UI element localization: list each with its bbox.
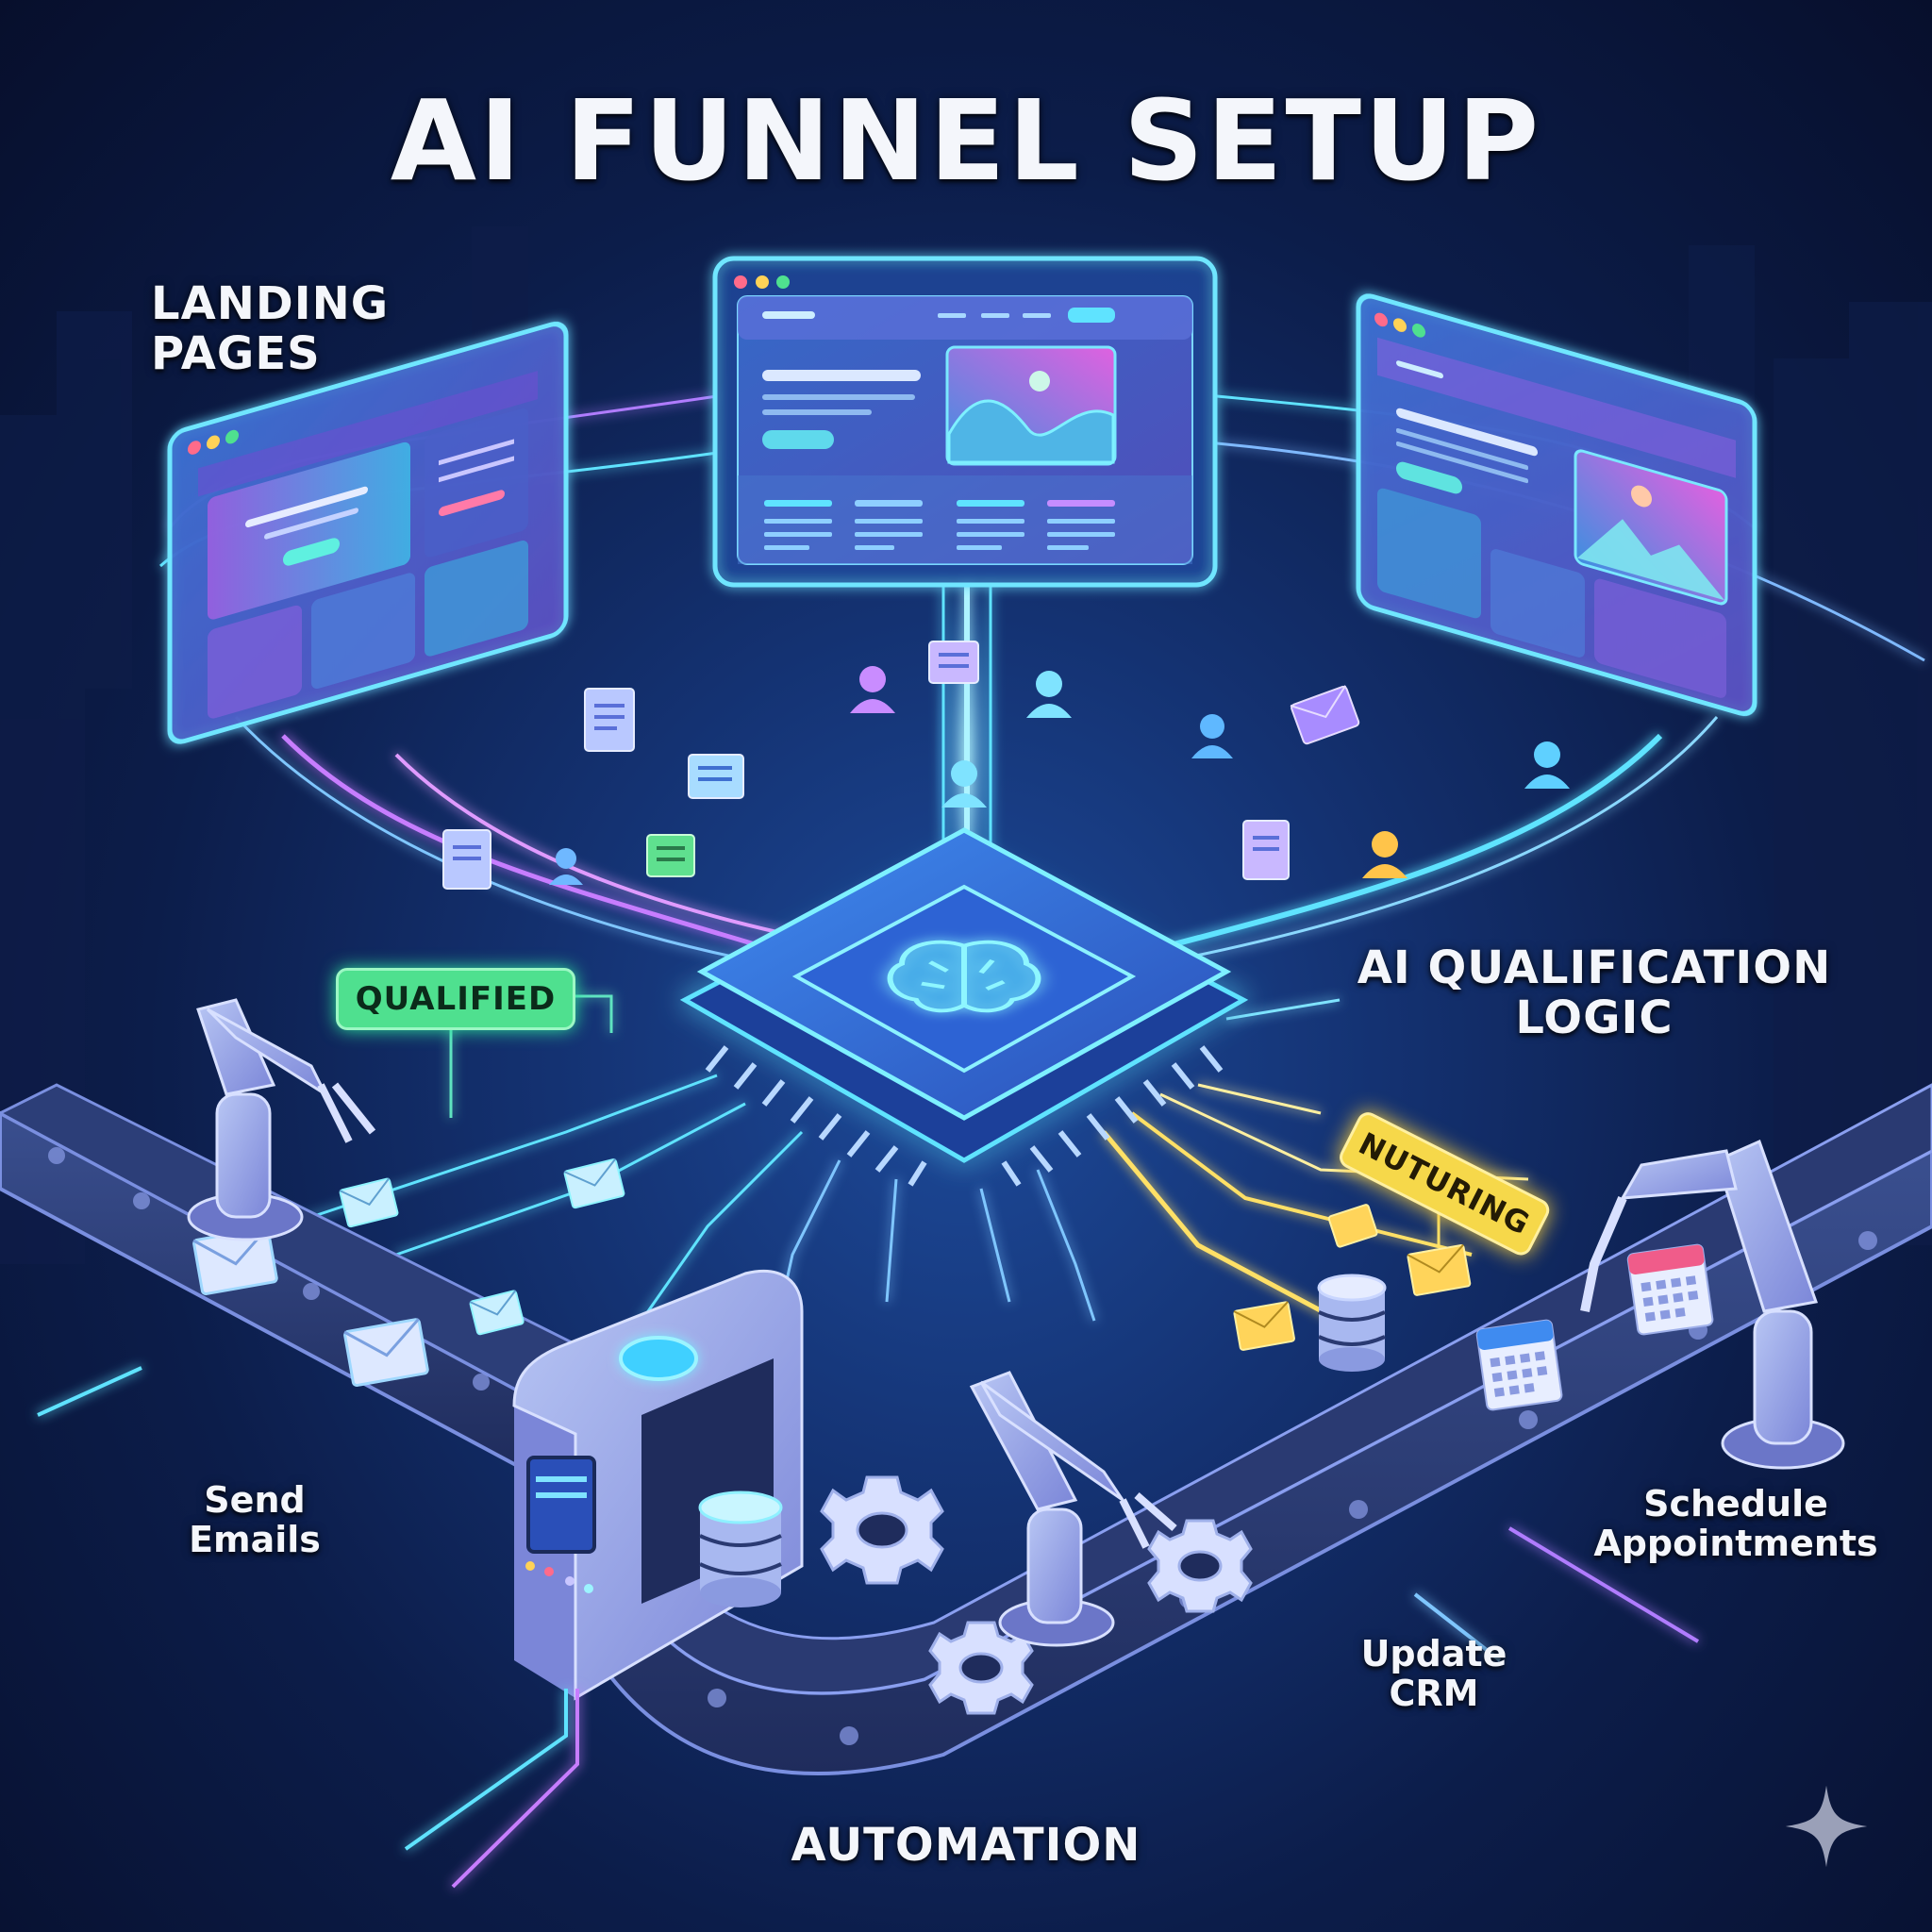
sparkle-icon [1785, 1785, 1868, 1868]
landing-page-window-left [167, 321, 569, 744]
landing-pages-label: LANDING PAGES [151, 279, 389, 379]
database-icon [1317, 1274, 1387, 1372]
send-emails-label: Send Emails [170, 1479, 340, 1560]
update-crm-label: Update CRM [1340, 1633, 1528, 1714]
schedule-appointments-label: Schedule Appointments [1575, 1483, 1896, 1564]
document-icon [928, 641, 979, 684]
window-dot-red [188, 441, 201, 455]
send-emails-line-1: Send [204, 1479, 306, 1521]
document-icon [688, 754, 744, 799]
user-icon [1362, 831, 1407, 878]
landing-pages-line-2: PAGES [151, 326, 321, 380]
window-dot-green [776, 275, 790, 289]
ai-qualification-line-2: LOGIC [1515, 991, 1674, 1044]
robot-arm-icon [187, 998, 376, 1241]
robot-arm-icon [1580, 1139, 1845, 1470]
document-icon [584, 688, 635, 752]
landing-pages-line-1: LANDING [151, 277, 390, 330]
gear-icon [820, 1475, 944, 1585]
user-icon [549, 848, 583, 885]
ai-processor-chip [679, 827, 1249, 1187]
window-dot-green [1412, 324, 1425, 338]
update-crm-line-1: Update [1360, 1633, 1507, 1674]
window-dot-yellow [1393, 318, 1407, 332]
update-crm-line-2: CRM [1389, 1672, 1479, 1714]
document-icon [442, 829, 491, 890]
gear-icon [1147, 1519, 1253, 1613]
cables [37, 1366, 1700, 1889]
schedule-line-1: Schedule [1643, 1483, 1828, 1524]
gear-icon [928, 1621, 1034, 1715]
envelope-icon [192, 1226, 278, 1295]
window-dot-yellow [756, 275, 769, 289]
window-dot-red [1374, 312, 1388, 327]
envelope-icon [563, 1158, 625, 1209]
envelope-icon [1233, 1301, 1295, 1351]
qualified-badge: QUALIFIED [336, 968, 575, 1030]
user-icon [941, 760, 987, 808]
window-dot-red [734, 275, 747, 289]
window-dot-yellow [207, 435, 220, 450]
envelope-icon [343, 1318, 429, 1387]
envelope-icon [1290, 685, 1360, 745]
schedule-line-2: Appointments [1593, 1522, 1878, 1564]
send-emails-line-2: Emails [189, 1518, 321, 1560]
ai-qualification-line-1: AI QUALIFICATION [1357, 941, 1832, 994]
window-dot-green [225, 429, 239, 444]
email-envelopes [192, 1158, 1472, 1387]
automation-label: AUTOMATION [791, 1819, 1141, 1872]
floating-leads [442, 641, 1570, 890]
page-title: AI FUNNEL SETUP [390, 75, 1542, 206]
processing-machine [512, 1269, 804, 1701]
envelope-icon [1407, 1243, 1472, 1296]
user-icon [850, 666, 895, 713]
envelope-icon [1327, 1204, 1378, 1248]
document-icon [1242, 820, 1290, 880]
ai-qualification-logic-label: AI QUALIFICATION LOGIC [1340, 943, 1849, 1043]
chip-pins [705, 1045, 1224, 1187]
user-icon [1524, 741, 1570, 789]
sensor-light [619, 1336, 698, 1381]
machine-screen [526, 1456, 596, 1554]
calendar-icon [1475, 1319, 1563, 1411]
landing-page-window-center [712, 256, 1218, 588]
landing-page-window-right [1356, 293, 1757, 717]
envelope-icon [469, 1290, 525, 1336]
user-icon [1026, 671, 1072, 718]
user-icon [1191, 714, 1233, 758]
calendar-icon [1626, 1243, 1714, 1336]
database-icon [698, 1491, 783, 1607]
document-icon [646, 834, 695, 877]
envelope-icon [339, 1177, 399, 1228]
brain-icon [887, 940, 1041, 1013]
robot-arm-icon [969, 1371, 1177, 1647]
